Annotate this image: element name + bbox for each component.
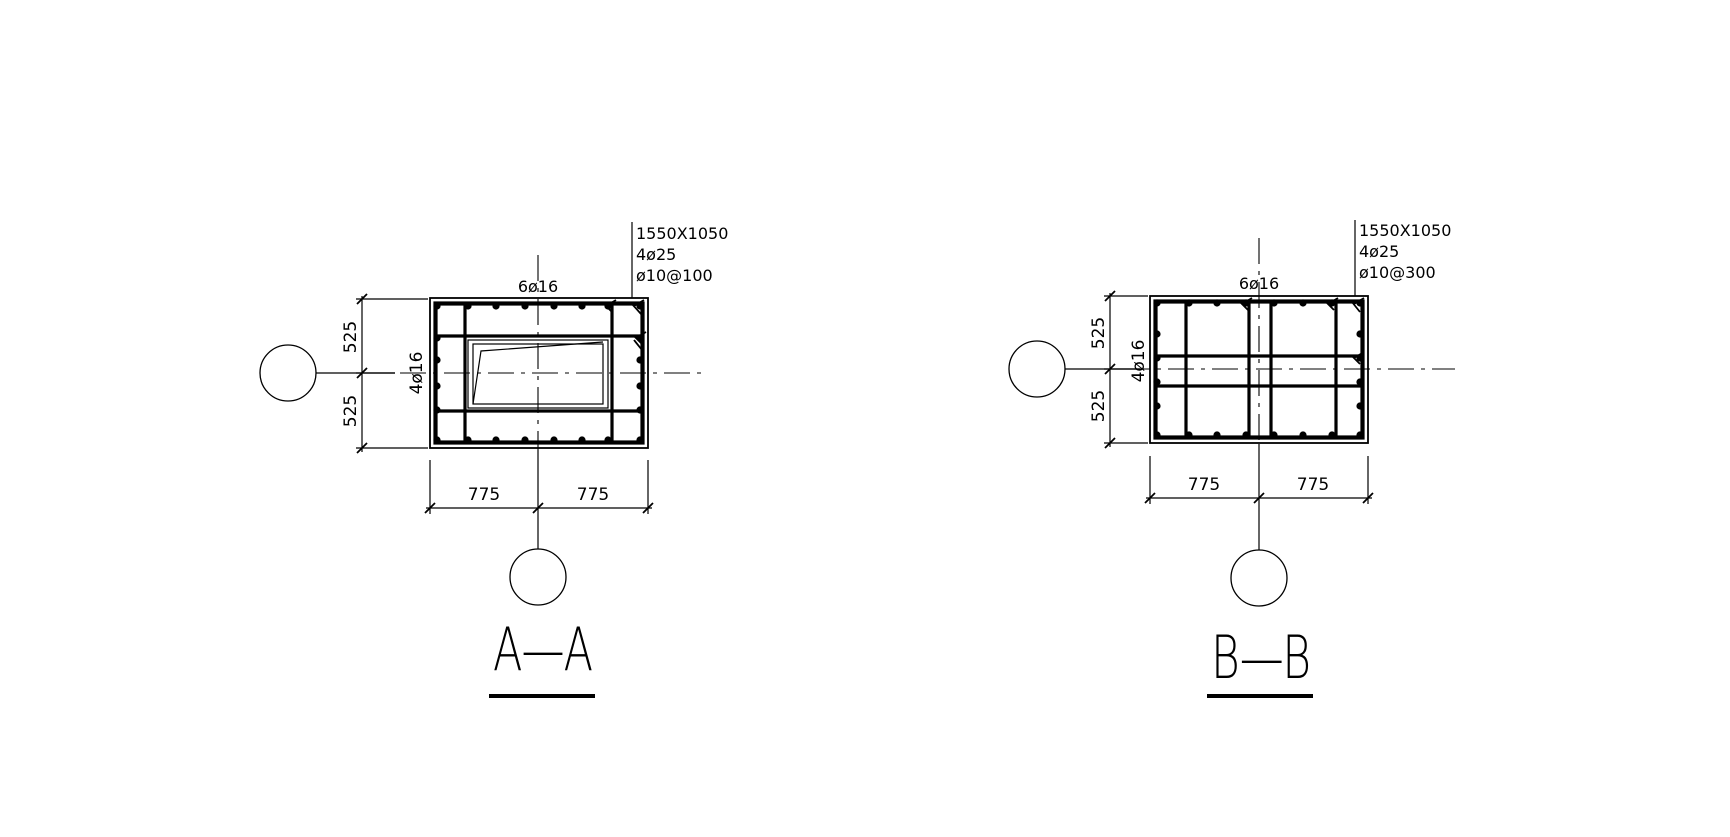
rebar bbox=[1328, 299, 1336, 307]
rebar bbox=[521, 302, 529, 310]
axis-bubble bbox=[259, 344, 317, 402]
axis-bubble bbox=[509, 548, 567, 606]
rebar bbox=[636, 334, 644, 342]
rebar bbox=[1328, 431, 1336, 439]
main-bar-spec: 4ø25 bbox=[636, 245, 676, 264]
beam-outline bbox=[1149, 295, 1369, 444]
rebar bbox=[1270, 431, 1278, 439]
side-bar-label: 4ø16 bbox=[407, 352, 427, 395]
rebar bbox=[578, 302, 586, 310]
rebar bbox=[636, 406, 644, 414]
dimension-label: 775 bbox=[1297, 475, 1329, 495]
section-size: 1550X1050 bbox=[636, 224, 728, 243]
rebar bbox=[1299, 431, 1307, 439]
stirrup-spec: ø10@300 bbox=[1359, 263, 1436, 282]
vertical-dimension bbox=[356, 293, 428, 454]
rebar bbox=[550, 302, 558, 310]
dimension-label: 525 bbox=[1089, 317, 1109, 349]
axis-bubble bbox=[1230, 549, 1288, 607]
rebar bbox=[636, 302, 644, 310]
horizontal-dimension bbox=[424, 460, 654, 514]
outer-stirrup bbox=[434, 302, 644, 444]
rebar bbox=[1153, 299, 1161, 307]
rebar bbox=[1153, 431, 1161, 439]
rebar bbox=[492, 436, 500, 444]
rebar bbox=[1356, 378, 1364, 386]
outer-stirrup bbox=[1154, 300, 1364, 439]
rebar bbox=[1356, 330, 1364, 338]
rebar bbox=[1356, 354, 1364, 362]
rebar bbox=[578, 436, 586, 444]
axis-bubble bbox=[1008, 340, 1066, 398]
opening bbox=[467, 339, 609, 409]
rebar-group bbox=[433, 302, 644, 444]
rebar bbox=[1356, 299, 1364, 307]
opening-inner bbox=[472, 343, 604, 405]
rebar bbox=[1213, 431, 1221, 439]
dimension-label: 775 bbox=[1188, 475, 1220, 495]
rebar bbox=[1185, 299, 1193, 307]
rebar bbox=[1270, 299, 1278, 307]
rebar bbox=[464, 302, 472, 310]
section-a: 525 525 4ø16 775 775 6ø16 1550X1050 4ø25… bbox=[259, 222, 728, 698]
rebar bbox=[1153, 402, 1161, 410]
rebar bbox=[521, 436, 529, 444]
rebar bbox=[433, 406, 441, 414]
dimension-label: 525 bbox=[341, 395, 361, 427]
section-b: 525 525 4ø16 775 775 6ø16 1550X1050 4ø25… bbox=[1008, 220, 1455, 698]
rebar bbox=[636, 436, 644, 444]
dimension-label: 525 bbox=[1089, 390, 1109, 422]
rebar bbox=[604, 436, 612, 444]
beam-cover-line bbox=[1153, 299, 1365, 440]
section-title: A—A bbox=[493, 615, 593, 685]
section-size: 1550X1050 bbox=[1359, 221, 1451, 240]
side-bar-label: 4ø16 bbox=[1129, 340, 1149, 383]
stirrup-spec: ø10@100 bbox=[636, 266, 713, 285]
rebar bbox=[433, 382, 441, 390]
rebar bbox=[433, 302, 441, 310]
beam-outline bbox=[429, 297, 649, 449]
main-bar-spec: 4ø25 bbox=[1359, 242, 1399, 261]
rebar bbox=[1356, 431, 1364, 439]
rebar bbox=[1299, 299, 1307, 307]
top-bar-label: 6ø16 bbox=[518, 277, 558, 296]
rebar bbox=[433, 356, 441, 364]
rebar bbox=[1153, 354, 1161, 362]
top-bar-label: 6ø16 bbox=[1239, 274, 1279, 293]
beam-cover-line bbox=[433, 301, 645, 445]
rebar bbox=[1356, 402, 1364, 410]
rebar bbox=[464, 436, 472, 444]
rebar bbox=[1242, 299, 1250, 307]
dimension-label: 775 bbox=[468, 485, 500, 505]
rebar bbox=[1213, 299, 1221, 307]
rebar bbox=[433, 436, 441, 444]
section-title: B—B bbox=[1211, 623, 1311, 693]
rebar bbox=[433, 334, 441, 342]
rebar-group bbox=[1153, 299, 1364, 439]
rebar bbox=[1185, 431, 1193, 439]
rebar bbox=[604, 302, 612, 310]
rebar bbox=[550, 436, 558, 444]
opening-mark bbox=[472, 341, 604, 405]
rebar bbox=[1153, 378, 1161, 386]
rebar bbox=[1242, 431, 1250, 439]
rebar bbox=[636, 382, 644, 390]
rebar bbox=[492, 302, 500, 310]
dimension-label: 775 bbox=[577, 485, 609, 505]
rebar bbox=[636, 356, 644, 364]
dimension-label: 525 bbox=[341, 321, 361, 353]
rebar bbox=[1153, 330, 1161, 338]
